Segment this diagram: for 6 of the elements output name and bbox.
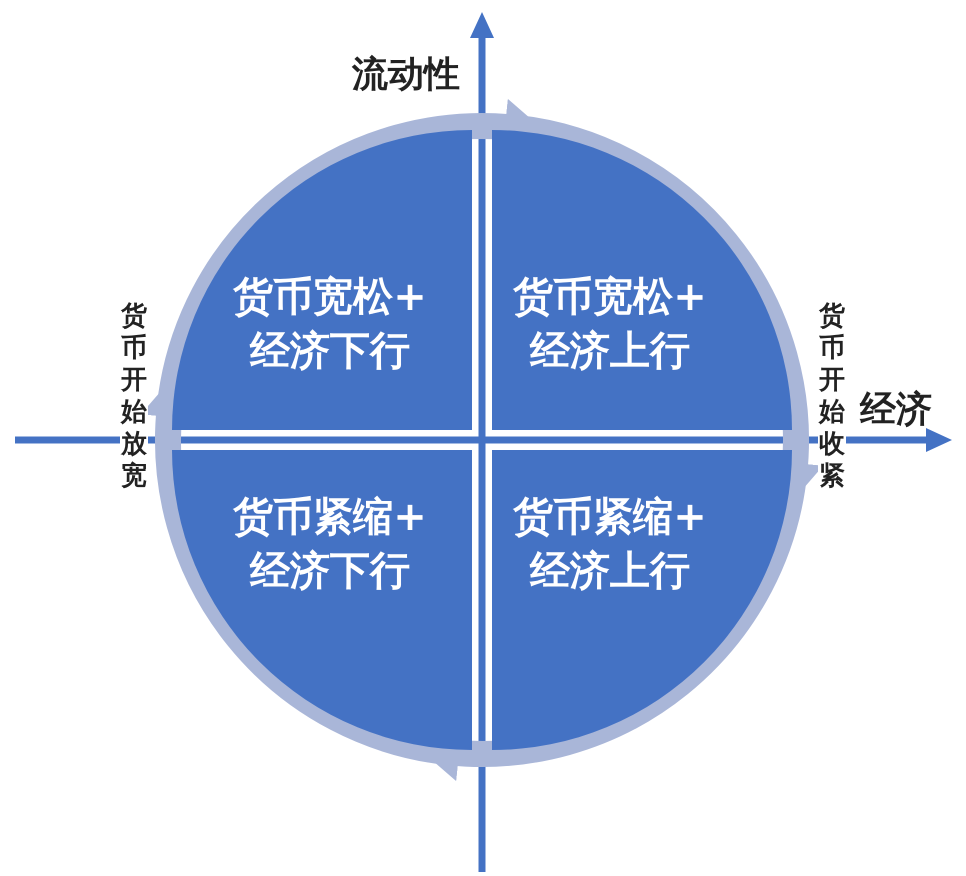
quadrant-label: 货币紧缩+经济上行 — [512, 493, 708, 596]
axis-label: 流动性 — [352, 53, 460, 97]
axis-label: 经济 — [860, 388, 932, 432]
quadrant-label: 货币紧缩+经济下行 — [232, 493, 428, 596]
quadrant-label: 货币宽松+经济上行 — [512, 273, 708, 376]
quadrant-label: 货币宽松+经济下行 — [232, 273, 428, 376]
